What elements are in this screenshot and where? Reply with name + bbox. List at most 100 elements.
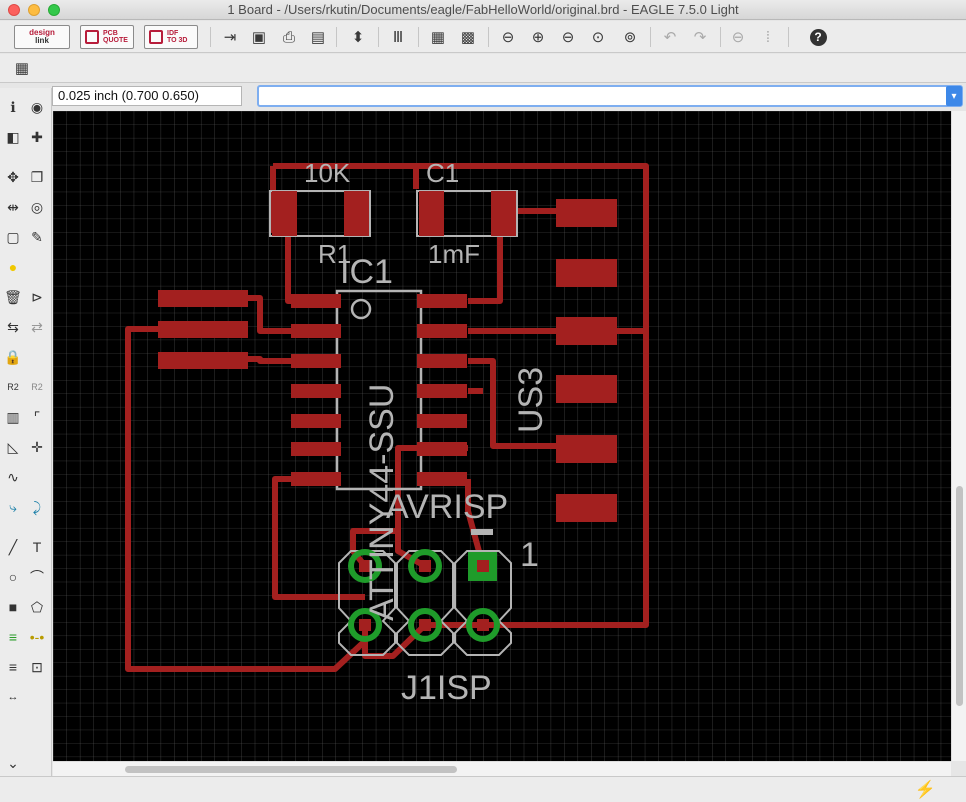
miter-icon[interactable]: ⌜ bbox=[33, 408, 41, 425]
bolt-icon[interactable]: ⚡ bbox=[914, 780, 936, 799]
c1-value-label: 1mF bbox=[428, 239, 480, 269]
stop-icon[interactable]: ⊖ bbox=[731, 29, 745, 46]
ic1-pad-r5 bbox=[417, 414, 467, 428]
trace-c1-ic bbox=[468, 233, 503, 304]
replace-icon[interactable]: ⇄ bbox=[31, 318, 43, 335]
meander-icon[interactable]: ∿ bbox=[7, 468, 19, 485]
isp-drill-4 bbox=[359, 619, 371, 631]
attribute-icon[interactable]: ⊡ bbox=[31, 658, 43, 675]
hole-icon[interactable]: ≡ bbox=[8, 659, 18, 675]
dimension-icon[interactable]: ↔ bbox=[7, 691, 19, 703]
design-link-label: design bbox=[29, 28, 55, 37]
pinswap-icon[interactable]: ⇆ bbox=[7, 318, 19, 335]
script-icon[interactable]: ⬍ bbox=[351, 29, 365, 46]
zoom-window-button[interactable] bbox=[48, 4, 60, 16]
expand-palette-icon[interactable]: ⌄ bbox=[7, 754, 19, 771]
optimize-icon[interactable]: ✛ bbox=[31, 438, 43, 455]
zoom-select-icon[interactable]: ⊚ bbox=[623, 29, 637, 46]
left-pad-2 bbox=[158, 321, 248, 338]
mirror-icon[interactable]: ⇹ bbox=[7, 198, 19, 215]
paste-icon[interactable]: ● bbox=[8, 259, 18, 275]
ic1-value-label: ATTINY44-SSU bbox=[363, 384, 401, 621]
grid-icon[interactable]: ▦ bbox=[14, 60, 30, 77]
delete-icon[interactable]: 🗑 bbox=[4, 288, 22, 305]
left-pad-3 bbox=[158, 352, 248, 369]
schematic-icon[interactable]: ▦ bbox=[430, 29, 446, 46]
wire-icon[interactable]: ╱ bbox=[8, 538, 18, 555]
trace-ftdi-gnd bbox=[125, 326, 368, 672]
mark-icon[interactable]: ✚ bbox=[31, 128, 43, 145]
isp-drill-1 bbox=[359, 560, 371, 572]
split-icon[interactable]: ◺ bbox=[7, 438, 19, 455]
pin1-label: 1 bbox=[520, 536, 539, 574]
move-icon[interactable]: ✥ bbox=[7, 168, 19, 185]
r1-name-label: R1 bbox=[318, 239, 351, 269]
open-icon[interactable]: ⇥ bbox=[223, 29, 237, 46]
horizontal-scrollbar[interactable] bbox=[53, 761, 951, 776]
redo-icon[interactable]: ↷ bbox=[693, 29, 707, 46]
u3-pads bbox=[556, 199, 617, 522]
idf-icon bbox=[149, 30, 163, 44]
go-icon[interactable]: ⁞ bbox=[765, 28, 771, 46]
u3-name-label: US3 bbox=[512, 367, 550, 433]
change-icon[interactable]: ✎ bbox=[31, 228, 43, 245]
zoom-fit-icon[interactable]: ⊖ bbox=[501, 29, 515, 46]
ripup-icon[interactable]: ⤸ bbox=[32, 498, 42, 515]
text-icon[interactable]: T bbox=[32, 539, 42, 555]
ulp-icon[interactable]: Ⅲ bbox=[392, 29, 404, 46]
smash-icon[interactable]: ▥ bbox=[6, 408, 20, 425]
lock-icon[interactable]: 🔒 bbox=[4, 348, 22, 365]
copy-icon[interactable]: ❐ bbox=[30, 168, 44, 185]
isp-pad-4 bbox=[348, 608, 382, 642]
isp-outline-3 bbox=[454, 550, 512, 656]
zoom-redraw-icon[interactable]: ⊙ bbox=[591, 29, 605, 46]
display-layers-icon[interactable]: ◧ bbox=[6, 128, 20, 145]
vertical-scrollbar[interactable] bbox=[951, 111, 966, 761]
undo-icon[interactable]: ↶ bbox=[663, 29, 677, 46]
print-icon[interactable]: ⎙ bbox=[282, 28, 295, 46]
board-icon[interactable]: ▩ bbox=[460, 29, 476, 46]
toolbar-separator bbox=[488, 27, 489, 47]
rect-icon[interactable]: ■ bbox=[8, 599, 18, 615]
add-icon[interactable]: ⊳ bbox=[31, 288, 43, 305]
via-icon[interactable]: ≡ bbox=[8, 629, 18, 645]
horizontal-scroll-thumb[interactable] bbox=[125, 766, 457, 773]
info-icon[interactable]: ℹ bbox=[10, 98, 16, 115]
chevron-down-icon[interactable]: ▾ bbox=[946, 86, 962, 106]
window-title: 1 Board - /Users/rkutin/Documents/eagle/… bbox=[227, 2, 739, 17]
polygon-icon[interactable]: ⬠ bbox=[30, 598, 44, 615]
name-icon[interactable]: R2 bbox=[7, 382, 19, 392]
command-line-input[interactable]: ▾ bbox=[257, 85, 963, 107]
rotate-icon[interactable]: ◎ bbox=[30, 198, 44, 215]
minimize-window-button[interactable] bbox=[28, 4, 40, 16]
circle-icon[interactable]: ○ bbox=[8, 569, 18, 585]
close-window-button[interactable] bbox=[8, 4, 20, 16]
save-icon[interactable]: ▣ bbox=[251, 29, 267, 46]
value-icon[interactable]: R2 bbox=[31, 382, 43, 392]
show-icon[interactable]: ◉ bbox=[30, 98, 44, 115]
ic1-pad-l2 bbox=[291, 324, 341, 338]
zoom-out-icon[interactable]: ⊖ bbox=[561, 29, 575, 46]
zoom-in-icon[interactable]: ⊕ bbox=[531, 29, 545, 46]
ic1-name-label: IC1 bbox=[340, 253, 393, 291]
group-icon[interactable]: ▢ bbox=[6, 228, 20, 245]
route-icon[interactable]: ⤷ bbox=[9, 498, 17, 515]
arc-icon[interactable]: ⌒ bbox=[30, 569, 44, 585]
help-icon[interactable]: ? bbox=[808, 27, 828, 47]
signal-icon[interactable]: •-• bbox=[29, 629, 45, 645]
cam-icon[interactable]: ▤ bbox=[310, 29, 326, 46]
isp-drill-3 bbox=[477, 560, 489, 572]
isp-pad-2 bbox=[408, 549, 442, 583]
trace-ic-right2 bbox=[468, 358, 583, 449]
ic1-pad-r3 bbox=[417, 354, 467, 368]
status-bar: ⚡ bbox=[0, 776, 966, 802]
avrisp-header bbox=[338, 529, 512, 656]
isp-pad-1 bbox=[348, 549, 382, 583]
design-link-button[interactable]: design link bbox=[14, 25, 70, 49]
r1-pad-2 bbox=[344, 191, 369, 236]
board-canvas[interactable]: 10K R1 C1 1mF IC1 ATTINY44-SSU US3 AVRIS… bbox=[53, 111, 951, 761]
design-link-label-2: link bbox=[35, 36, 49, 45]
vertical-scroll-thumb[interactable] bbox=[956, 486, 963, 706]
